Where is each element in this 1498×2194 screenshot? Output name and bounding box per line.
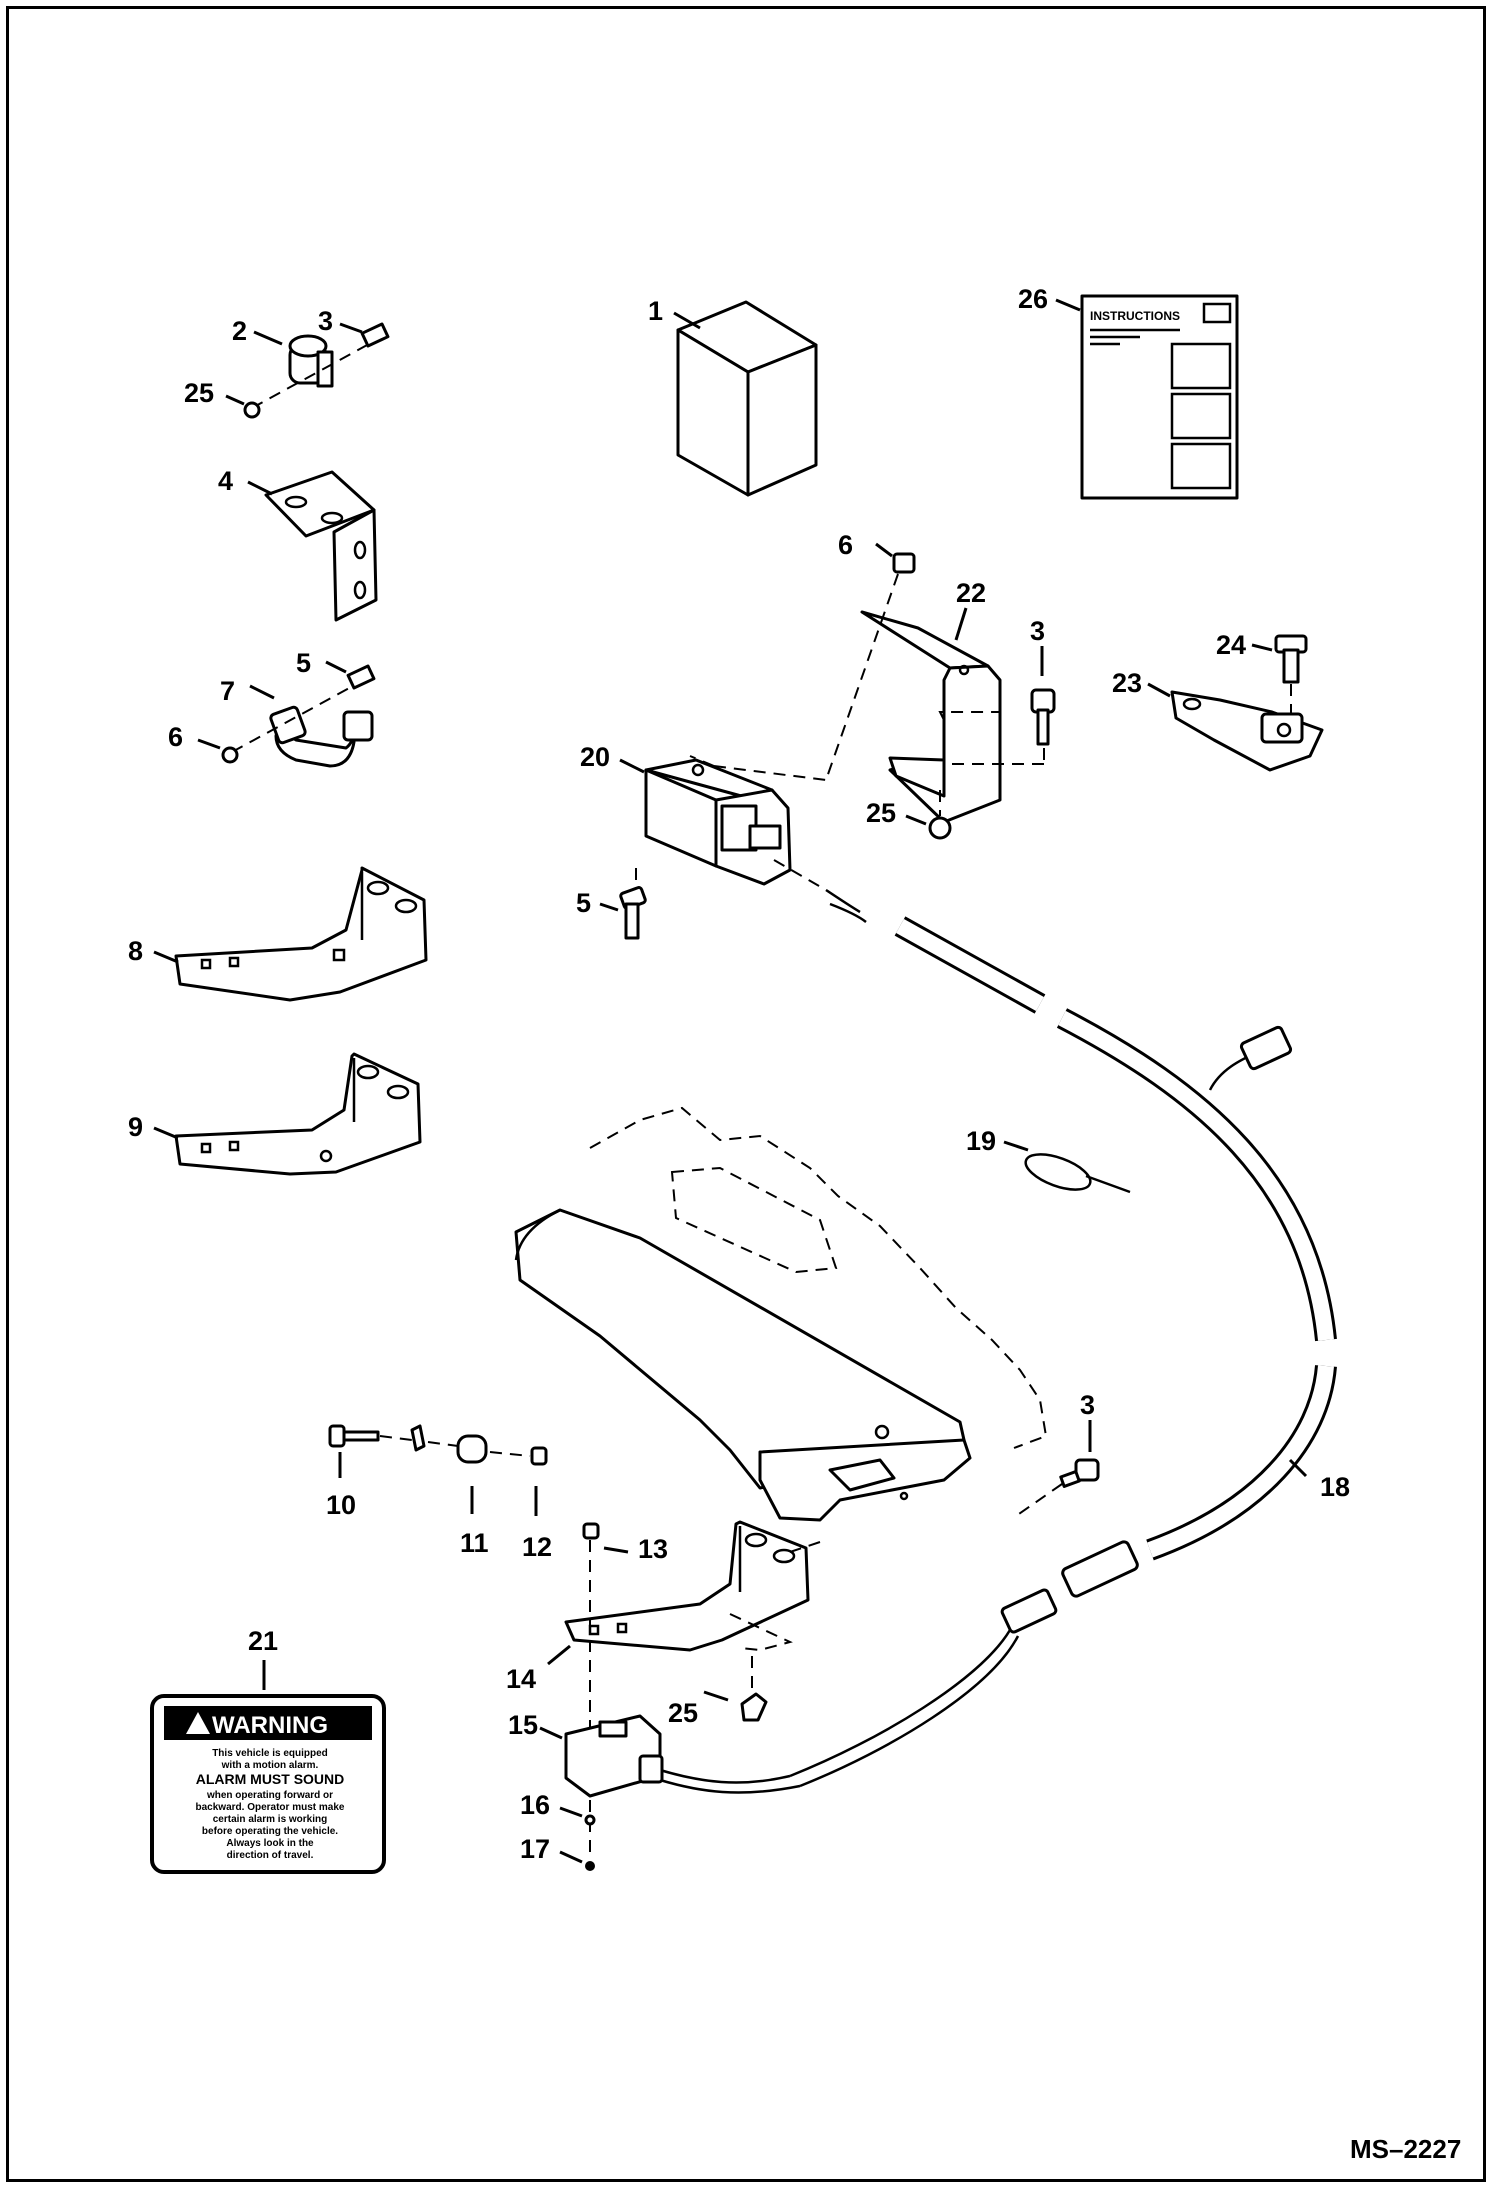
parts-23-24: 24 23 [1112,630,1324,772]
part-19-cable-tie: 19 [966,1126,1131,1194]
callout-20: 20 [580,742,610,772]
callout-21: 21 [248,1626,278,1656]
warning-line-8: Always look in the [226,1838,314,1849]
part-20-alarm: 20 5 [576,742,827,940]
callout-22: 22 [956,578,986,608]
callout-11: 11 [460,1528,489,1558]
part-26-instructions: INSTRUCTIONS 26 [1018,284,1239,500]
parts-2-3-25-cluster: 2 3 25 [184,306,390,419]
part-21-warning-decal: 21 WARNING This vehicle is equipped with… [150,1626,386,1874]
parts-13-17-switch: 13 14 25 15 16 17 [506,1520,821,1871]
callout-16: 16 [520,1790,550,1820]
parts-5-6-7-clamp: 7 5 6 [168,648,376,768]
callout-25-low: 25 [668,1698,698,1728]
callout-12: 12 [522,1532,552,1562]
warning-line-4: when operating forward or [206,1790,333,1801]
callout-13: 13 [638,1534,668,1564]
callout-18: 18 [1320,1472,1350,1502]
callout-25-mid: 25 [866,798,896,828]
callout-23: 23 [1112,668,1142,698]
callout-19: 19 [966,1126,996,1156]
callout-14: 14 [506,1664,536,1694]
parts-6-22-bracket: 6 22 [825,530,1002,824]
callout-1: 1 [648,296,663,326]
callout-5-left: 5 [296,648,311,678]
part-9-bracket: 9 [128,1052,422,1176]
part-8-bracket: 8 [128,866,428,1002]
part-18-harness: 18 [659,888,1350,1794]
callout-7: 7 [220,676,235,706]
callout-3-low: 3 [1080,1390,1095,1420]
warning-line-1: This vehicle is equipped [212,1748,328,1759]
callout-10: 10 [326,1490,356,1520]
warning-line-2: with a motion alarm. [221,1760,319,1771]
part-1-box: 1 [648,296,818,497]
callout-8: 8 [128,936,143,966]
warning-line-9: direction of travel. [227,1850,314,1861]
callout-9: 9 [128,1112,143,1142]
callout-24: 24 [1216,630,1246,660]
callout-2: 2 [232,316,247,346]
callout-5-mid: 5 [576,888,591,918]
callout-6-top: 6 [838,530,853,560]
machine-frame-outline [514,1106,1048,1522]
warning-line-5: backward. Operator must make [196,1802,345,1813]
callout-4: 4 [218,466,233,496]
callout-6-left: 6 [168,722,183,752]
diagram-border [6,6,1486,2182]
warning-line-6: certain alarm is working [213,1814,328,1825]
warning-heading: WARNING [212,1712,328,1739]
warning-line-3: ALARM MUST SOUND [196,1771,345,1787]
callout-15: 15 [508,1710,538,1740]
parts-10-11-12: 10 11 12 [326,1424,552,1562]
part-4-bracket: 4 [218,466,378,622]
part-3-bolt-lower: 3 [1015,1390,1100,1517]
callout-3-top: 3 [318,306,333,336]
callout-25-top: 25 [184,378,214,408]
callout-26: 26 [1018,284,1048,314]
callout-17: 17 [520,1834,550,1864]
drawing-reference: MS–2227 [1350,2134,1461,2164]
instructions-title: INSTRUCTIONS [1090,309,1180,323]
parts-3-25-middle: 3 25 [866,616,1056,840]
callout-3-mid: 3 [1030,616,1045,646]
warning-line-7: before operating the vehicle. [202,1826,338,1837]
